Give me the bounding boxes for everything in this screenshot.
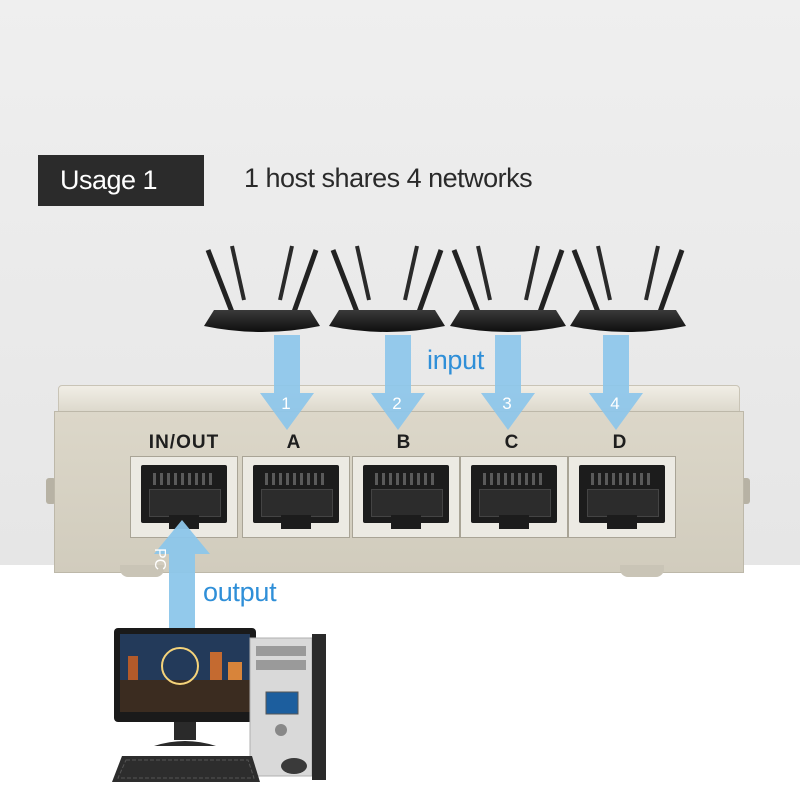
switch-side-knob — [46, 478, 56, 504]
desktop-computer — [112, 628, 326, 782]
down-arrow-icon — [371, 335, 425, 430]
router-icon — [570, 245, 686, 332]
down-arrow-icon — [260, 335, 314, 430]
router-icon — [204, 245, 320, 332]
usage-badge: Usage 1 — [38, 155, 204, 206]
arrow-number-3: 3 — [502, 394, 512, 413]
output-label: output — [203, 577, 277, 607]
ethernet-port-icon — [242, 456, 350, 538]
arrow-number-4: 4 — [610, 394, 620, 413]
router-icon — [329, 245, 445, 332]
port-label-in-out: IN/OUT — [148, 432, 220, 453]
ethernet-port-icon — [130, 456, 238, 538]
usage-subtitle: 1 host shares 4 networks — [244, 163, 533, 193]
port-label-b: B — [396, 432, 412, 453]
input-label: input — [427, 345, 485, 375]
mouse-icon — [281, 758, 307, 774]
down-arrow-icon — [481, 335, 535, 430]
monitor-icon — [114, 628, 256, 746]
port-label-c: C — [504, 432, 520, 453]
switch-foot — [620, 565, 664, 577]
router-icon — [450, 245, 566, 332]
keyboard-icon — [112, 756, 260, 782]
pc-tower-icon — [249, 634, 326, 780]
switch-side-knob — [740, 478, 750, 504]
port-label-d: D — [612, 432, 628, 453]
arrow-number-2: 2 — [392, 394, 402, 413]
pc-arrow-label: PC — [151, 548, 168, 571]
router-group — [204, 245, 686, 332]
ethernet-port-icon — [460, 456, 568, 538]
ethernet-port-icon — [568, 456, 676, 538]
port-label-a: A — [286, 432, 302, 453]
switch-foot — [120, 565, 164, 577]
arrow-number-1: 1 — [281, 394, 291, 413]
ethernet-port-icon — [352, 456, 460, 538]
up-arrow-icon — [154, 520, 210, 632]
down-arrow-icon — [589, 335, 643, 430]
